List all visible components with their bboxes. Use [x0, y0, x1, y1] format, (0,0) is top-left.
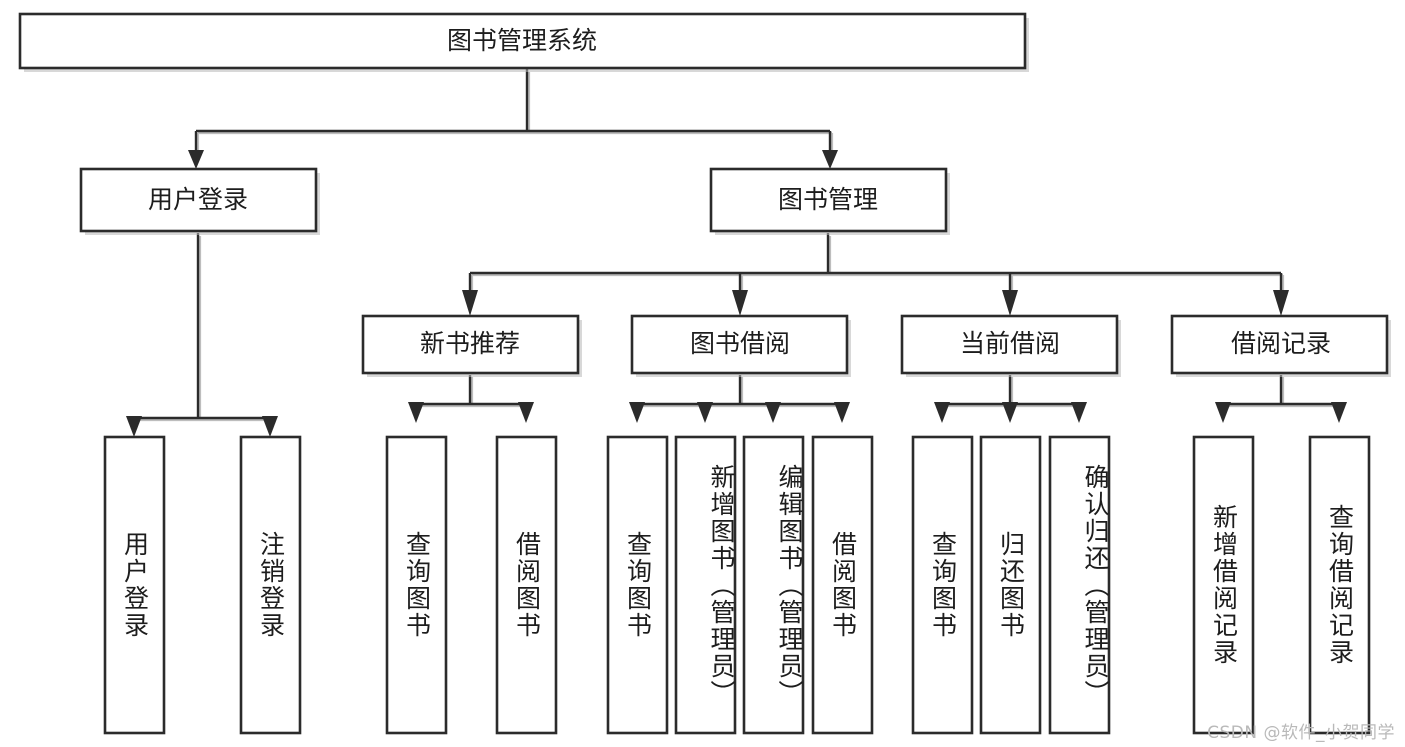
node-book-manage-box[interactable] [709, 167, 948, 233]
arrow-head-new-book-leaf-2 [518, 402, 534, 423]
arrow-head-to-new-book-recommend [462, 290, 478, 316]
node-leaf-borrow-record-1-box[interactable] [1192, 435, 1255, 735]
node-root-box[interactable] [18, 12, 1027, 70]
arrow-head-book-borrow-leaf-4 [834, 402, 850, 423]
node-root-label: 图书管理系统 [447, 26, 597, 55]
node-borrow-record-box[interactable] [1170, 314, 1389, 375]
connector-book-manage-to-level3 [468, 233, 1283, 294]
csdn-watermark: CSDN @软件_小贺同学 [1207, 723, 1395, 743]
node-leaf-current-borrow-2-box[interactable] [979, 435, 1042, 735]
node-user-login-label: 用户登录 [148, 185, 248, 214]
arrow-head-to-user-login [188, 150, 204, 169]
node-leaf-new-book-1-box[interactable] [385, 435, 448, 735]
node-leaf-new-book-2-box[interactable] [495, 435, 558, 735]
node-leaf-current-borrow-3-box[interactable] [1048, 435, 1111, 735]
node-new-book-recommend-box[interactable] [361, 314, 580, 375]
node-leaf-borrow-record-2-box[interactable] [1308, 435, 1371, 735]
connector-new-book-to-leaves [414, 375, 528, 408]
node-borrow-record-label: 借阅记录 [1231, 329, 1331, 358]
node-leaf-user-login-1-box[interactable] [103, 435, 166, 735]
connector-user-login-to-leaves [132, 233, 272, 422]
arrow-head-borrow-record-leaf-1 [1215, 402, 1231, 423]
connector-shadow-new-book [416, 377, 530, 410]
node-leaf-book-borrow-4-box[interactable] [811, 435, 874, 735]
arrow-head-to-borrow-record [1273, 290, 1289, 316]
node-book-borrow-label: 图书借阅 [690, 329, 790, 358]
node-leaf-book-borrow-2-box[interactable] [674, 435, 737, 735]
connector-shadow-borrow-record [1223, 377, 1343, 410]
connector-root-to-level2 [194, 69, 832, 154]
nodes-layer [18, 12, 1391, 735]
arrow-head-borrow-record-leaf-2 [1331, 402, 1347, 423]
connectors-layer [126, 69, 1347, 437]
arrow-head-new-book-leaf-1 [408, 402, 424, 423]
node-current-borrow-label: 当前借阅 [960, 329, 1060, 358]
connector-shadow-user-login [134, 236, 274, 424]
arrow-head-book-borrow-leaf-1 [629, 402, 645, 423]
node-leaf-current-borrow-1-box[interactable] [911, 435, 974, 735]
arrow-head-current-borrow-leaf-1 [934, 402, 950, 423]
connector-book-borrow-to-leaves [635, 375, 844, 408]
arrow-head-user-login-leaf-1 [126, 416, 142, 437]
arrow-head-to-book-borrow [732, 290, 748, 316]
arrow-head-current-borrow-leaf-3 [1071, 402, 1087, 423]
node-leaf-user-login-2-box[interactable] [239, 435, 302, 735]
node-leaf-book-borrow-3-box[interactable] [742, 435, 805, 735]
connector-shadow-root [196, 72, 834, 156]
arrow-head-current-borrow-leaf-2 [1002, 402, 1018, 423]
arrow-head-to-current-borrow [1002, 290, 1018, 316]
arrow-head-book-borrow-leaf-3 [765, 402, 781, 423]
node-book-manage-label: 图书管理 [778, 185, 878, 214]
node-book-borrow-box[interactable] [630, 314, 849, 375]
node-leaf-book-borrow-1-box[interactable] [606, 435, 669, 735]
node-current-borrow-box[interactable] [900, 314, 1119, 375]
connector-shadow-book-manage [470, 236, 1285, 296]
connector-borrow-record-to-leaves [1221, 375, 1341, 408]
arrow-head-user-login-leaf-2 [262, 416, 278, 437]
arrow-head-to-book-manage [822, 150, 838, 169]
arrow-head-book-borrow-leaf-2 [697, 402, 713, 423]
node-new-book-recommend-label: 新书推荐 [420, 329, 520, 358]
node-user-login-box[interactable] [79, 167, 318, 233]
horizontal-labels-layer: 图书管理系统 用户登录 图书管理 新书推荐 图书借阅 当前借阅 借阅记录 [148, 26, 1331, 358]
